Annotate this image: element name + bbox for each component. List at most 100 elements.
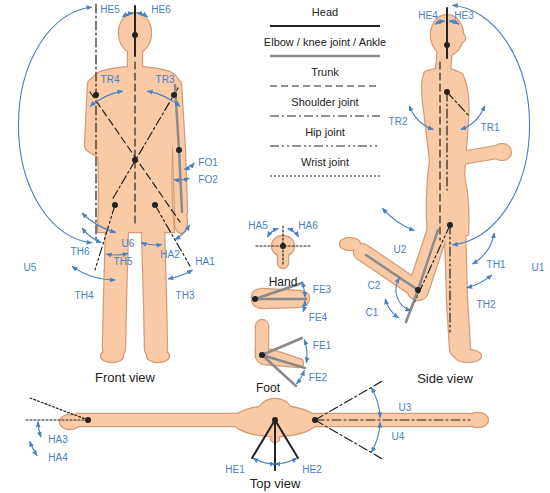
body-part bbox=[450, 152, 497, 160]
body-part bbox=[468, 413, 488, 427]
body-outline-shape bbox=[101, 350, 123, 362]
angle-arc bbox=[82, 228, 101, 243]
joint-dot bbox=[176, 147, 182, 153]
angle-label: C1 bbox=[366, 308, 379, 318]
angle-label: FO1 bbox=[198, 158, 217, 168]
body-part bbox=[493, 144, 511, 160]
reference-line bbox=[90, 92, 180, 222]
angle-arc bbox=[137, 13, 148, 17]
angle-label: TH3 bbox=[176, 291, 195, 301]
angle-label: HE4 bbox=[418, 11, 437, 21]
reference-line bbox=[134, 6, 136, 56]
body-part bbox=[252, 289, 309, 308]
angle-arc bbox=[122, 13, 133, 17]
angle-arc bbox=[141, 243, 162, 245]
angle-arc bbox=[435, 21, 445, 24]
legend-line bbox=[270, 25, 380, 27]
body-outline-shape bbox=[175, 211, 187, 233]
angle-label: FO2 bbox=[198, 175, 217, 185]
angle-label: HE2 bbox=[302, 465, 321, 475]
angle-label: HE6 bbox=[151, 5, 170, 15]
angle-arc bbox=[175, 225, 190, 240]
reference-line bbox=[418, 230, 438, 290]
angle-arc bbox=[297, 370, 305, 384]
body-part bbox=[256, 326, 268, 352]
joint-dot bbox=[272, 417, 278, 423]
angle-label: TH1 bbox=[487, 260, 506, 270]
body-part bbox=[418, 230, 438, 290]
angle-label: TR2 bbox=[389, 117, 408, 127]
body-outline-shape bbox=[455, 350, 481, 362]
angle-arc bbox=[409, 106, 433, 130]
body-outline-shape bbox=[418, 230, 438, 290]
angle-arc bbox=[371, 422, 380, 452]
legend-text: Head bbox=[312, 7, 338, 18]
angle-arc bbox=[275, 458, 297, 464]
body-outline-shape bbox=[455, 228, 460, 348]
joint-dot bbox=[444, 89, 450, 95]
reference-line bbox=[410, 225, 450, 312]
reference-line bbox=[406, 290, 418, 322]
body-part bbox=[101, 350, 123, 362]
angle-arc bbox=[449, 21, 459, 24]
angle-arc bbox=[90, 91, 123, 106]
joint-dot bbox=[415, 287, 421, 293]
body-outline-shape bbox=[60, 415, 80, 429]
body-outline-shape bbox=[114, 228, 117, 348]
legend-text: Wrist joint bbox=[301, 157, 349, 168]
angle-arc bbox=[303, 301, 305, 312]
joint-dots bbox=[85, 32, 453, 423]
reference-line bbox=[262, 338, 302, 355]
angle-arc bbox=[467, 275, 492, 288]
reference-line bbox=[449, 225, 450, 332]
angle-label: U5 bbox=[24, 263, 37, 273]
reference-line bbox=[95, 205, 115, 270]
reference-line bbox=[134, 62, 135, 226]
body-part bbox=[114, 228, 117, 348]
body-outline-shape bbox=[153, 228, 156, 348]
joint-dot bbox=[132, 32, 138, 38]
angle-label: FE1 bbox=[313, 341, 331, 351]
angle-arc bbox=[147, 91, 180, 106]
view-caption: Hand bbox=[269, 276, 298, 288]
reference-line bbox=[447, 92, 470, 117]
reference-line bbox=[446, 8, 448, 58]
body-part bbox=[362, 252, 418, 290]
body-outline-shape bbox=[147, 350, 169, 362]
joint-dot bbox=[93, 92, 99, 98]
reference-line bbox=[155, 205, 190, 266]
body-outline-shape bbox=[252, 289, 309, 308]
angle-label: U4 bbox=[392, 432, 405, 442]
angle-label: FE3 bbox=[313, 285, 331, 295]
angle-label: U2 bbox=[394, 245, 407, 255]
reference-lines bbox=[25, 4, 470, 470]
reference-line bbox=[315, 419, 470, 420]
angle-label: HA3 bbox=[48, 435, 67, 445]
angle-label: HE1 bbox=[225, 465, 244, 475]
joint-dot bbox=[112, 202, 118, 208]
angle-label: HA1 bbox=[195, 257, 214, 267]
angle-label: TR1 bbox=[481, 123, 500, 133]
joint-dot bbox=[259, 352, 265, 358]
view-caption: Side view bbox=[417, 372, 473, 385]
body-outline-shape bbox=[450, 152, 497, 160]
angle-arc bbox=[371, 388, 380, 418]
reference-line bbox=[25, 419, 88, 420]
angle-arcs bbox=[18, 5, 529, 464]
angle-label: U3 bbox=[399, 403, 412, 413]
reference-line bbox=[95, 4, 96, 240]
legend-line bbox=[270, 55, 380, 58]
angle-arc bbox=[18, 7, 91, 243]
angle-arc bbox=[304, 340, 307, 363]
body-part bbox=[175, 211, 187, 233]
view-caption: Top view bbox=[250, 477, 301, 490]
joint-dot bbox=[132, 157, 138, 163]
angle-label: FE2 bbox=[309, 373, 327, 383]
angle-arc bbox=[168, 270, 193, 279]
joint-dot bbox=[252, 296, 258, 302]
joint-dot bbox=[280, 243, 286, 249]
angle-label: TH5 bbox=[114, 257, 133, 267]
angle-label: TH4 bbox=[75, 291, 94, 301]
reference-line bbox=[255, 298, 306, 301]
legend-text: Hip joint bbox=[305, 127, 345, 138]
